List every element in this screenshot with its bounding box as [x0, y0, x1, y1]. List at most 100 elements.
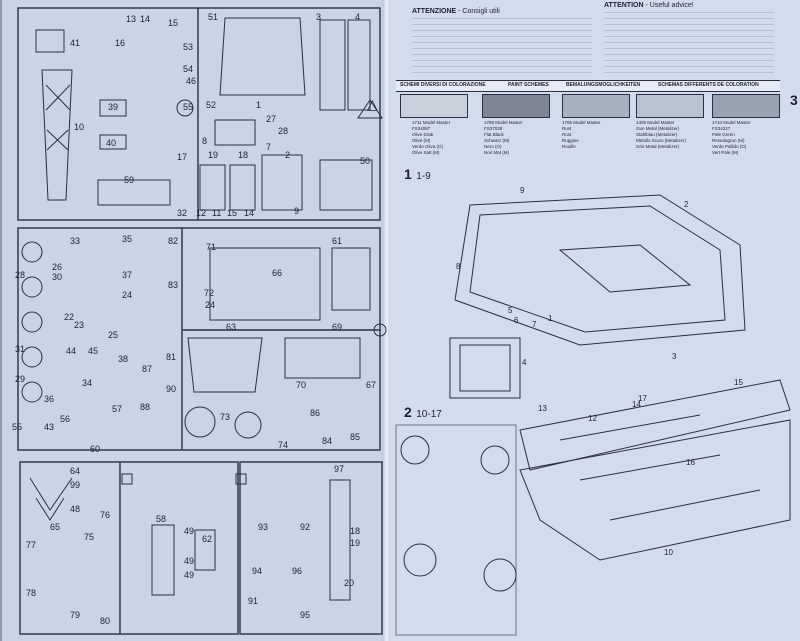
part-label: 90	[166, 384, 177, 394]
paint-swatch	[482, 94, 550, 118]
sprue-frame-b	[17, 227, 381, 451]
callout-label: 2	[684, 200, 689, 209]
part-label: 83	[168, 280, 179, 290]
part-label: 49	[184, 570, 195, 580]
part-label: 9	[294, 206, 300, 216]
part-label: 28	[15, 270, 26, 280]
part-label: 15	[227, 208, 238, 218]
callout-label: 14	[632, 400, 641, 409]
part-label: 3	[316, 12, 322, 22]
photo-inset	[395, 424, 517, 636]
part-label: 43	[44, 422, 55, 432]
callout-label: 13	[538, 404, 547, 413]
part-label: 93	[258, 522, 269, 532]
part-label: 10	[74, 122, 85, 132]
part-label: 59	[124, 175, 135, 185]
part-label: 17	[177, 152, 188, 162]
part-label: 25	[108, 330, 119, 340]
paint-bar-fr: SCHEMAS DIFFERENTS DE COLORATION	[658, 82, 759, 88]
part-label: 44	[66, 346, 77, 356]
part-label: 39	[108, 102, 119, 112]
part-label: 40	[106, 138, 117, 148]
part-label: 7	[266, 142, 272, 152]
part-label: 26	[52, 262, 63, 272]
attention-it-title: ATTENZIONE	[412, 8, 457, 15]
part-label: 41	[70, 38, 81, 48]
part-label: 45	[88, 346, 99, 356]
paint-bar-it: SCHEMI DIVERSI DI COLORAZIONE	[400, 82, 486, 88]
callout-label: 17	[638, 394, 647, 403]
callout-label: 10	[664, 548, 673, 557]
part-label: 24	[205, 300, 216, 310]
part-label: 24	[122, 290, 133, 300]
part-label: 15	[168, 18, 179, 28]
part-label: 62	[202, 534, 213, 544]
part-label: 84	[322, 436, 333, 446]
part-label: 8	[202, 136, 208, 146]
part-label: 33	[70, 236, 81, 246]
sprue-frame-a	[17, 7, 381, 221]
paint-swatch	[636, 94, 704, 118]
part-label: 34	[82, 378, 93, 388]
part-label: 49	[184, 526, 195, 536]
part-label: 36	[44, 394, 55, 404]
part-label: 32	[177, 208, 188, 218]
callout-label: 1	[548, 314, 553, 323]
part-label: 14	[140, 14, 151, 24]
part-label: 38	[118, 354, 129, 364]
part-label: 35	[122, 234, 133, 244]
paint-bar-en: PAINT SCHEMES	[508, 82, 549, 88]
part-label: 22	[64, 312, 75, 322]
part-label: 53	[183, 42, 194, 52]
part-label: 28	[278, 126, 289, 136]
callout-label: 7	[532, 320, 537, 329]
part-label: 18	[350, 526, 361, 536]
part-label: 64	[70, 466, 81, 476]
part-label: 20	[344, 578, 355, 588]
sprue-frame-d	[239, 461, 383, 635]
step-number: 1	[404, 166, 412, 182]
part-label: 60	[90, 444, 101, 454]
part-label: 54	[183, 64, 194, 74]
sprue-frame-c	[19, 461, 239, 635]
step-2-header: 2 10-17	[404, 404, 442, 422]
part-label: 86	[310, 408, 321, 418]
paint-bar-de: BEMALUNGSMOGLICHKEITEN	[566, 82, 641, 88]
part-label: 37	[122, 270, 133, 280]
part-label: 31	[15, 344, 26, 354]
part-label: 46	[186, 76, 197, 86]
callout-label: 6	[514, 316, 519, 325]
part-label: 73	[220, 412, 231, 422]
paint-swatch	[400, 94, 468, 118]
part-label: 79	[70, 610, 81, 620]
part-label: 12	[196, 208, 207, 218]
part-label: 52	[206, 100, 217, 110]
part-label: 13	[126, 14, 137, 24]
part-label: 19	[350, 538, 361, 548]
part-label: 63	[226, 322, 237, 332]
left-page-sprue-diagrams	[2, 0, 385, 641]
attention-en-header: ATTENTION - Useful advice!	[604, 2, 694, 9]
part-label: 94	[252, 566, 263, 576]
part-label: 16	[115, 38, 126, 48]
step-1-header: 1 1-9	[404, 166, 431, 184]
part-label: 72	[204, 288, 215, 298]
attention-it-subtitle: - Consigli utili	[458, 8, 500, 15]
part-label: 55	[12, 422, 23, 432]
part-label: 49	[184, 556, 195, 566]
paint-schemes-bar: SCHEMI DIVERSI DI COLORAZIONE PAINT SCHE…	[396, 80, 780, 92]
part-label: 67	[366, 380, 377, 390]
step-number: 2	[404, 404, 412, 420]
part-label: 76	[100, 510, 111, 520]
callout-label: 15	[734, 378, 743, 387]
part-label: 27	[266, 114, 277, 124]
callout-label: 3	[672, 352, 677, 361]
part-label: 57	[112, 404, 123, 414]
